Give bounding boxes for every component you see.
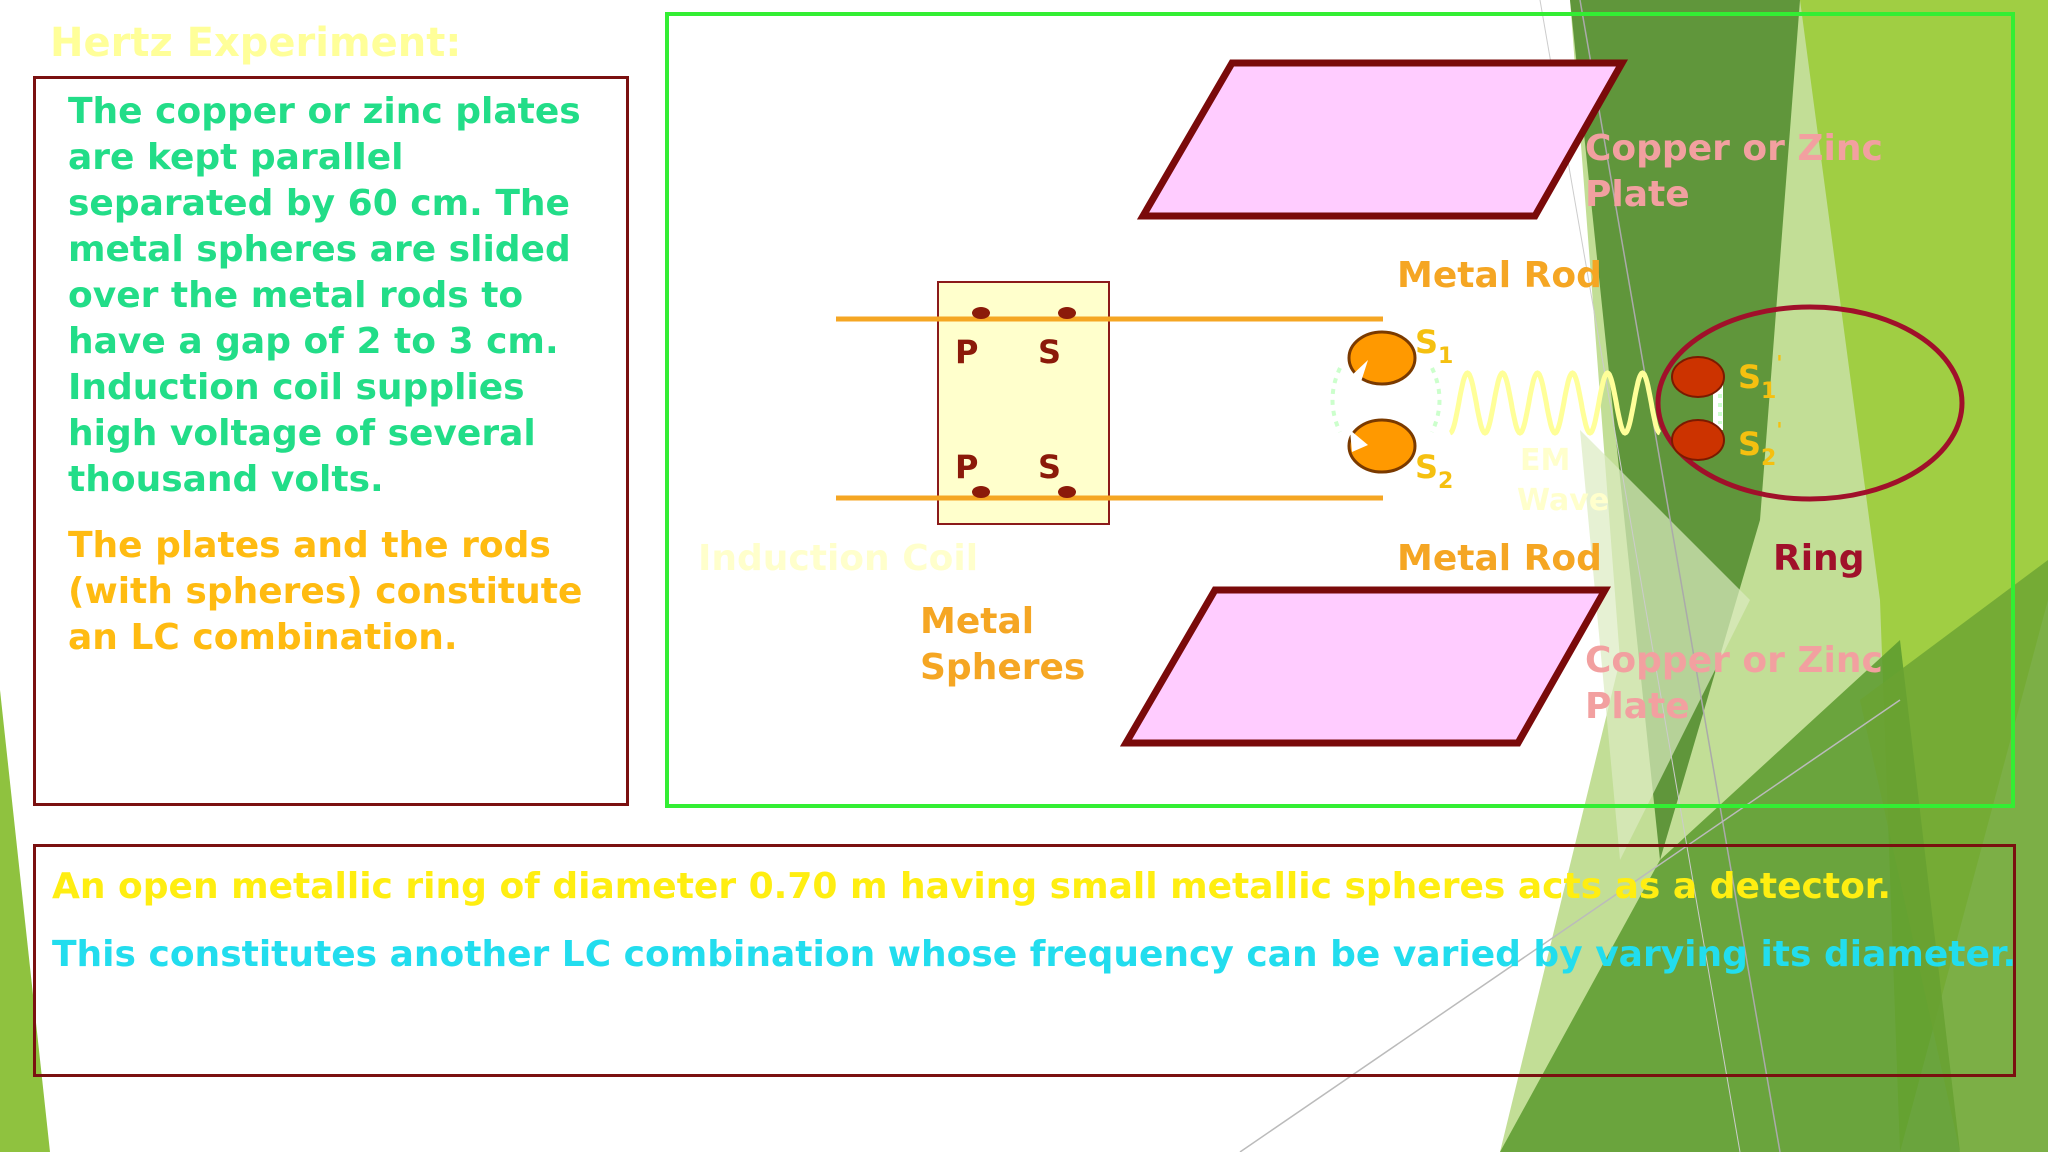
explanation-box: The copper or zinc plates are kept paral… — [33, 76, 629, 806]
detector-info-box: An open metallic ring of diameter 0.70 m… — [33, 844, 2016, 1077]
detector-label-s1: S1' — [1738, 351, 1782, 404]
bg-facet-lime — [1800, 0, 2048, 1152]
copper-plate-bottom — [1119, 586, 1612, 747]
slide-title: Hertz Experiment: — [50, 20, 462, 66]
sphere-label-sub: 2 — [1438, 469, 1453, 494]
metal-spheres-label-line2: Spheres — [920, 647, 1085, 688]
spark-arrow — [1350, 430, 1368, 452]
copper-plate-top — [1136, 59, 1629, 220]
detector-ring — [1655, 304, 1965, 502]
detector-label-letter: S — [1738, 425, 1761, 463]
detector-label-prime: ' — [1776, 418, 1782, 442]
detector-label-sub: 1 — [1761, 379, 1776, 404]
bg-facet-right — [1860, 560, 2048, 1152]
terminal-label-p: P — [955, 333, 978, 371]
detector-label-sub: 2 — [1761, 446, 1776, 471]
diagram-frame — [665, 12, 2015, 808]
spark-arc-left — [1330, 367, 1342, 433]
bg-facet-bottom — [1500, 640, 1960, 1152]
plate-label-top-line2: Plate — [1585, 174, 1690, 215]
terminal-label-p: P — [955, 448, 978, 486]
detector-label-prime: ' — [1776, 351, 1782, 375]
metal-rod-label-bottom: Metal Rod — [1397, 538, 1602, 579]
terminal-dot — [1058, 486, 1076, 498]
detector-label-letter: S — [1738, 358, 1761, 396]
em-wave-label-line1: EM — [1520, 443, 1570, 478]
bg-thin-line — [1539, 0, 1741, 1152]
sphere-label-s1: S1 — [1415, 323, 1453, 369]
explanation-paragraph: The copper or zinc plates are kept paral… — [68, 91, 581, 500]
detector-sphere-s1 — [1671, 356, 1725, 398]
detector-info-line: An open metallic ring of diameter 0.70 m… — [52, 866, 1892, 907]
sphere-label-sub: 1 — [1438, 344, 1453, 369]
metal-sphere-s1 — [1347, 330, 1417, 386]
plate-label-bottom-line1: Copper or Zinc — [1585, 640, 1883, 681]
plate-label-top-line1: Copper or Zinc — [1585, 128, 1883, 169]
metal-spheres-label-line1: Metal — [920, 601, 1034, 642]
metal-rod-label-top: Metal Rod — [1397, 255, 1602, 296]
sphere-label-letter: S — [1415, 448, 1438, 486]
terminal-dot — [972, 307, 990, 319]
spark-arc-right — [1430, 367, 1442, 433]
terminal-dot — [972, 486, 990, 498]
bg-facet-pale — [1580, 430, 1750, 860]
metal-sphere-s2 — [1347, 418, 1417, 474]
em-wave-label-line2: Wave — [1517, 483, 1609, 518]
terminal-label-s: S — [1038, 448, 1061, 486]
em-wave — [1448, 370, 1662, 436]
induction-coil-box — [937, 281, 1110, 525]
detector-sphere-s2 — [1671, 419, 1725, 461]
ring-label: Ring — [1773, 538, 1864, 579]
detector-label-s2: S2' — [1738, 418, 1782, 471]
terminal-dot — [1058, 307, 1076, 319]
terminal-label-s: S — [1038, 333, 1061, 371]
sphere-label-letter: S — [1415, 323, 1438, 361]
bg-facet-left — [0, 690, 50, 1152]
spark-arrow — [1350, 360, 1368, 385]
bg-thin-line — [1579, 0, 1781, 1152]
induction-coil-label: Induction Coil — [698, 538, 978, 579]
sphere-label-s2: S2 — [1415, 448, 1453, 494]
detector-info-line: This constitutes another LC combination … — [52, 934, 2017, 975]
explanation-paragraph: The plates and the rods (with spheres) c… — [68, 525, 583, 658]
plate-label-bottom-line2: Plate — [1585, 686, 1690, 727]
